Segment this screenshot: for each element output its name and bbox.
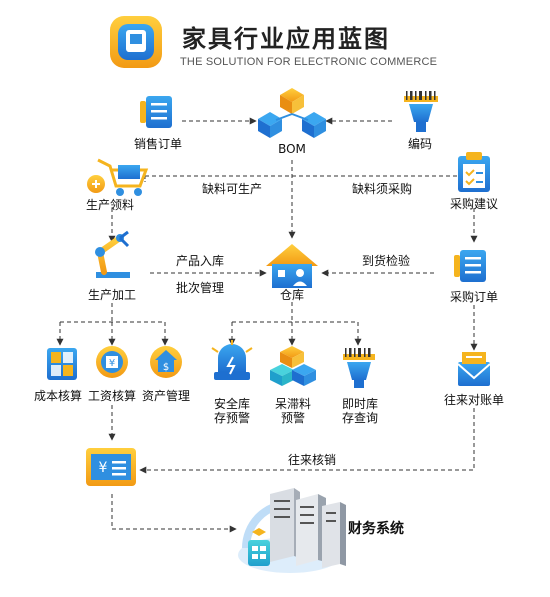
edge-label-reconcile-writeoff: 往来核销 <box>287 453 337 467</box>
svg-text:¥: ¥ <box>99 460 108 476</box>
envelope-icon <box>457 352 491 386</box>
node-finance-system: 财务系统 <box>348 521 404 537</box>
node-production-pick: 生产领料 <box>85 198 135 212</box>
page-title: 家具行业应用蓝图 <box>182 25 390 53</box>
bom-icon <box>258 88 326 138</box>
node-cost-accounting: 成本核算 <box>33 389 83 403</box>
node-stagnant-line1: 呆滞料 <box>274 397 312 411</box>
yen-card-icon: ¥ <box>86 448 136 486</box>
edge-yen-finance <box>111 494 237 533</box>
scanner-icon <box>343 348 375 388</box>
barcode-scanner-icon <box>404 91 438 132</box>
edge-label-arrival-inspection: 到货检验 <box>361 254 411 268</box>
node-safety-stock-line2: 存预警 <box>213 411 251 425</box>
wage-coin-icon: ¥ <box>96 346 128 378</box>
node-wage-accounting: 工资核算 <box>87 389 137 403</box>
node-bom: BOM <box>278 142 306 156</box>
asset-icon: $ <box>150 346 182 378</box>
sales-order-icon <box>140 96 172 128</box>
purchase-order-icon <box>454 250 486 282</box>
edge-warehouse-bracket <box>232 302 358 323</box>
node-asset-management: 资产管理 <box>141 389 191 403</box>
node-reconcile-bill: 往来对账单 <box>443 393 505 407</box>
clipboard-icon <box>458 152 490 192</box>
svg-text:$: $ <box>163 362 169 373</box>
robot-arm-icon <box>95 230 130 278</box>
alarm-icon <box>211 340 253 380</box>
svg-text:¥: ¥ <box>109 358 115 369</box>
logo-icon <box>110 16 162 68</box>
node-sales-order: 销售订单 <box>133 137 183 151</box>
node-realtime-line2: 存查询 <box>341 411 379 425</box>
node-warehouse: 仓库 <box>279 288 305 302</box>
server-icon <box>238 488 346 573</box>
boxes-icon <box>270 346 316 386</box>
edge-label-shortage-can-produce: 缺料可生产 <box>201 182 263 196</box>
node-purchase-suggest: 采购建议 <box>449 197 499 211</box>
page-subtitle: THE SOLUTION FOR ELECTRONIC COMMERCE <box>180 56 438 68</box>
edge-label-shortage-must-purchase: 缺料须采购 <box>351 182 413 196</box>
edge-label-batch-management: 批次管理 <box>175 281 225 295</box>
edge-label-product-in: 产品入库 <box>175 254 225 268</box>
warehouse-icon <box>266 244 318 288</box>
node-purchase-order: 采购订单 <box>449 290 499 304</box>
node-stagnant-line2: 预警 <box>280 411 306 425</box>
node-safety-stock-line1: 安全库 <box>213 397 251 411</box>
node-code: 编码 <box>407 137 433 151</box>
calculator-icon <box>47 348 77 380</box>
node-realtime-line1: 即时库 <box>341 397 379 411</box>
cart-icon <box>87 158 149 196</box>
node-production-process: 生产加工 <box>87 288 137 302</box>
